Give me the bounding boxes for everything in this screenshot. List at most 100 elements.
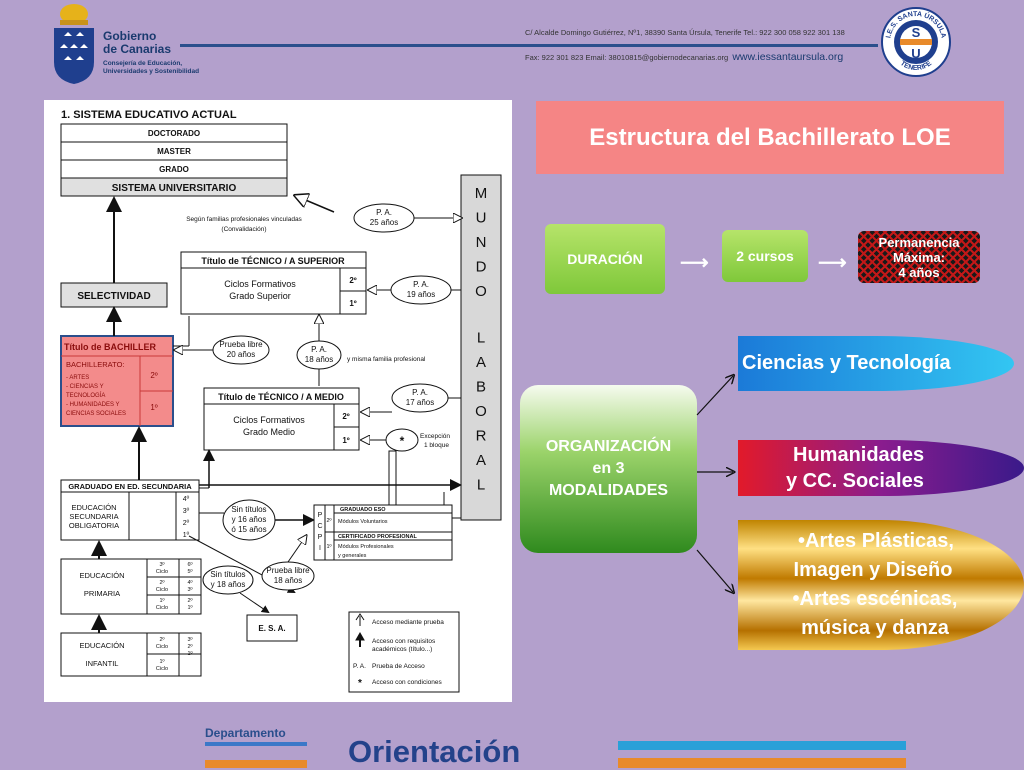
svg-text:1º: 1º bbox=[349, 299, 356, 308]
legend-box bbox=[348, 611, 460, 693]
svg-text:SECUNDARIA: SECUNDARIA bbox=[69, 512, 118, 521]
grado-label: GRADO bbox=[159, 165, 189, 174]
sin-titulos-18-bubble bbox=[202, 565, 254, 595]
modalidad-artes: •Artes Plásticas, Imagen y Diseño •Artes… bbox=[738, 520, 1024, 650]
right-arrow-icon: ⟶ bbox=[818, 252, 847, 274]
mundo-laboral-letter: R bbox=[476, 428, 487, 445]
svg-text:Prueba libre: Prueba libre bbox=[219, 340, 263, 349]
doctorado-label: DOCTORADO bbox=[148, 129, 200, 138]
svg-text:OBLIGATORIA: OBLIGATORIA bbox=[69, 521, 119, 530]
cursos-box: 2 cursos bbox=[722, 230, 808, 282]
svg-text:EDUCACIÓN: EDUCACIÓN bbox=[71, 503, 116, 512]
tecnico-medio-title: Título de TÉCNICO / A MEDIO bbox=[218, 392, 344, 402]
svg-text:Ciclo: Ciclo bbox=[156, 605, 168, 611]
svg-text:- HUMANIDADES Y: - HUMANIDADES Y bbox=[66, 402, 120, 408]
pcpi-letter: C bbox=[317, 523, 322, 530]
svg-text:P. A.: P. A. bbox=[376, 208, 392, 217]
mundo-laboral-letter: N bbox=[476, 234, 487, 251]
bachiller-title: Título de BACHILLER bbox=[64, 342, 156, 352]
segun-familias-text: Según familias profesionales vinculadas bbox=[186, 216, 302, 223]
convalidacion-text: (Convalidación) bbox=[221, 226, 266, 233]
svg-text:Ciclos Formativos: Ciclos Formativos bbox=[233, 415, 305, 425]
school-address: C/ Alcalde Domingo Gutiérrez, Nº1, 38390… bbox=[525, 28, 845, 37]
svg-text:Acceso con requisitos: Acceso con requisitos bbox=[372, 638, 436, 645]
svg-text:1º: 1º bbox=[326, 543, 331, 550]
svg-text:Prueba libre: Prueba libre bbox=[266, 566, 310, 575]
footer-divider bbox=[205, 760, 307, 768]
pcpi-letter: P bbox=[318, 512, 323, 519]
svg-text:Ciclo: Ciclo bbox=[156, 587, 168, 593]
svg-text:1º: 1º bbox=[342, 436, 349, 445]
svg-text:18 años: 18 años bbox=[305, 355, 333, 364]
svg-text:*: * bbox=[358, 678, 362, 689]
footer-departamento: Departamento bbox=[205, 726, 286, 740]
graduado-eso-title: GRADUADO EN ED. SECUNDARIA bbox=[68, 482, 192, 491]
svg-text:- ARTES: - ARTES bbox=[66, 375, 89, 381]
header-divider bbox=[180, 44, 878, 47]
svg-text:1º: 1º bbox=[187, 604, 192, 611]
svg-text:CIENCIAS SOCIALES: CIENCIAS SOCIALES bbox=[66, 411, 126, 417]
mundo-laboral-letter: L bbox=[477, 330, 485, 347]
svg-text:y 16 años: y 16 años bbox=[232, 515, 267, 524]
svg-text:SELECTIVIDAD: SELECTIVIDAD bbox=[77, 291, 150, 302]
mundo-laboral-letter: O bbox=[475, 283, 487, 300]
svg-text:EDUCACIÓN: EDUCACIÓN bbox=[79, 571, 124, 580]
svg-text:EDUCACIÓN: EDUCACIÓN bbox=[79, 641, 124, 650]
svg-text:Sin títulos: Sin títulos bbox=[231, 505, 266, 514]
svg-text:y misma familia profesional: y misma familia profesional bbox=[347, 356, 426, 363]
sistema-universitario-label: SISTEMA UNIVERSITARIO bbox=[112, 183, 237, 194]
master-label: MASTER bbox=[157, 147, 191, 156]
svg-text:P. A.: P. A. bbox=[412, 388, 428, 397]
svg-text:S: S bbox=[912, 25, 921, 40]
slide-title: Estructura del Bachillerato LOE bbox=[536, 101, 1004, 174]
eso-year-label: 4º bbox=[183, 496, 190, 503]
mundo-laboral-letter: L bbox=[477, 477, 485, 494]
svg-text:GRADUADO ESO: GRADUADO ESO bbox=[340, 507, 386, 513]
mundo-laboral-letter: B bbox=[476, 379, 486, 396]
svg-text:2º: 2º bbox=[187, 597, 192, 604]
svg-text:2º: 2º bbox=[159, 636, 164, 643]
eso-year-label: 1º bbox=[183, 532, 190, 539]
mundo-laboral-letter: A bbox=[476, 452, 486, 469]
svg-text:1º: 1º bbox=[150, 403, 157, 412]
eso-year-label: 2º bbox=[183, 520, 190, 527]
modalidad-connector-arrows bbox=[696, 370, 740, 600]
esa-box bbox=[246, 614, 298, 642]
svg-text:- CIENCIAS Y: - CIENCIAS Y bbox=[66, 384, 104, 390]
primaria-box bbox=[60, 558, 202, 615]
svg-text:Prueba de Acceso: Prueba de Acceso bbox=[372, 663, 425, 670]
mundo-laboral-box bbox=[460, 174, 502, 521]
pcpi-letter: I bbox=[319, 545, 321, 552]
svg-text:3º: 3º bbox=[187, 636, 192, 643]
svg-text:P. A.: P. A. bbox=[353, 663, 366, 670]
svg-text:PRIMARIA: PRIMARIA bbox=[84, 589, 120, 598]
svg-text:INFANTIL: INFANTIL bbox=[86, 659, 119, 668]
svg-text:Módulos Voluntarios: Módulos Voluntarios bbox=[338, 519, 388, 525]
svg-text:4º: 4º bbox=[187, 579, 192, 586]
education-system-diagram: 1. SISTEMA EDUCATIVO ACTUAL DOCTORADO MA… bbox=[44, 100, 512, 702]
svg-text:20 años: 20 años bbox=[227, 350, 255, 359]
modalidad-ciencias: Ciencias y Tecnología bbox=[738, 336, 1014, 391]
svg-text:E. S. A.: E. S. A. bbox=[258, 624, 285, 633]
svg-text:3º: 3º bbox=[159, 561, 164, 568]
svg-text:Acceso con condiciones: Acceso con condiciones bbox=[372, 679, 442, 686]
svg-text:*: * bbox=[400, 434, 405, 448]
svg-text:TECNOLOGÍA: TECNOLOGÍA bbox=[66, 392, 105, 399]
svg-text:2º: 2º bbox=[349, 276, 356, 285]
mundo-laboral-letter: D bbox=[476, 259, 487, 276]
school-website-link[interactable]: www.iessantaursula.org bbox=[732, 51, 844, 63]
svg-text:y generales: y generales bbox=[338, 553, 367, 559]
government-department: Consejería de Educación,Universidades y … bbox=[103, 60, 200, 75]
school-contact: Fax: 922 301 823 Email: 38010815@gobiern… bbox=[525, 51, 844, 63]
svg-text:Ciclo: Ciclo bbox=[156, 569, 168, 575]
svg-text:6º: 6º bbox=[187, 561, 192, 568]
svg-text:5º: 5º bbox=[187, 568, 192, 575]
svg-text:19 años: 19 años bbox=[407, 290, 435, 299]
bachiller-box bbox=[60, 335, 174, 427]
svg-text:ó 15 años: ó 15 años bbox=[231, 525, 266, 534]
modalidad-humanidades: Humanidades y CC. Sociales bbox=[738, 440, 1024, 496]
svg-text:Acceso mediante prueba: Acceso mediante prueba bbox=[372, 619, 444, 626]
